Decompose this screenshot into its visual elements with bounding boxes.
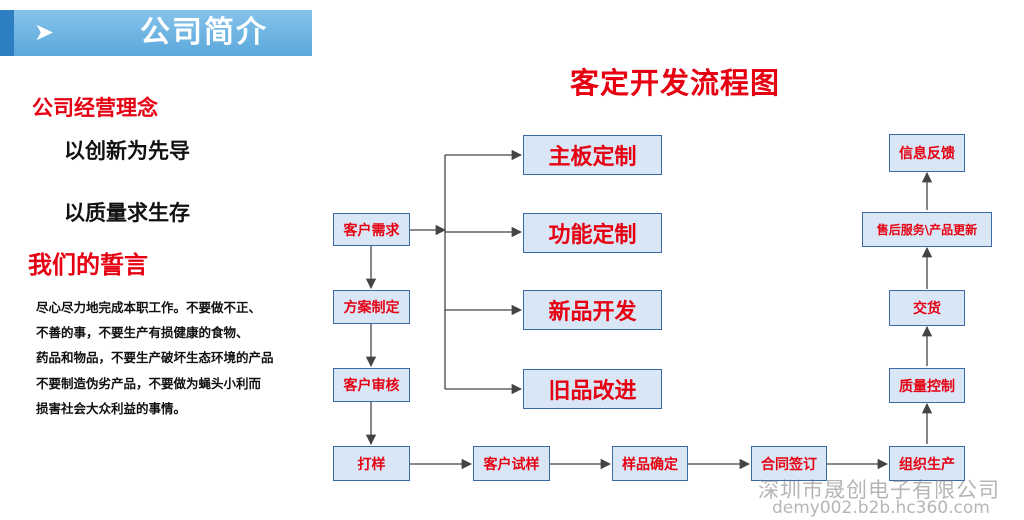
pledge-line: 尽心尽力地完成本职工作。不要做不正、 (36, 300, 262, 315)
watermark-company: 深圳市晟创电子有限公司 (758, 478, 1000, 502)
node-plan-formulate: 方案制定 (333, 290, 410, 324)
node-after-sales: 售后服务\产品更新 (862, 212, 992, 247)
node-customer-trial: 客户试样 (473, 446, 550, 481)
node-proofing: 打样 (333, 446, 410, 481)
pledge-line: 不要制造伪劣产品，不要做为蝇头小利而 (36, 376, 262, 391)
philosophy-heading: 公司经营理念 (32, 96, 158, 120)
node-sample-confirm: 样品确定 (612, 446, 688, 481)
header-banner (0, 10, 312, 56)
node-new-product: 新品开发 (523, 290, 662, 330)
node-old-product: 旧品改进 (523, 369, 662, 409)
pledge-line: 不善的事，不要生产有损健康的食物、 (36, 325, 249, 340)
node-mainboard-custom: 主板定制 (523, 135, 662, 175)
pledge-heading: 我们的誓言 (28, 251, 148, 279)
node-customer-demand: 客户需求 (333, 213, 410, 246)
page-title: 公司简介 (140, 15, 268, 50)
node-contract-sign: 合同签订 (751, 446, 827, 481)
node-feedback: 信息反馈 (889, 134, 965, 172)
pledge-line: 药品和物品，不要生产破坏生态环境的产品 (36, 350, 274, 365)
motto-quality: 以质量求生存 (64, 201, 190, 225)
watermark-url: demy002.b2b.hc360.com (772, 498, 990, 518)
pledge-line: 损害社会大众利益的事情。 (36, 401, 187, 416)
node-customer-review: 客户审核 (333, 368, 410, 402)
arrow-icon: ➤ (34, 18, 55, 46)
motto-innovation: 以创新为先导 (64, 139, 190, 163)
node-organize-production: 组织生产 (889, 446, 965, 481)
node-quality-control: 质量控制 (889, 368, 965, 403)
node-function-custom: 功能定制 (523, 213, 662, 253)
flowchart-title: 客定开发流程图 (570, 66, 781, 100)
node-delivery: 交货 (889, 290, 965, 326)
header-accent-bar (0, 10, 14, 56)
